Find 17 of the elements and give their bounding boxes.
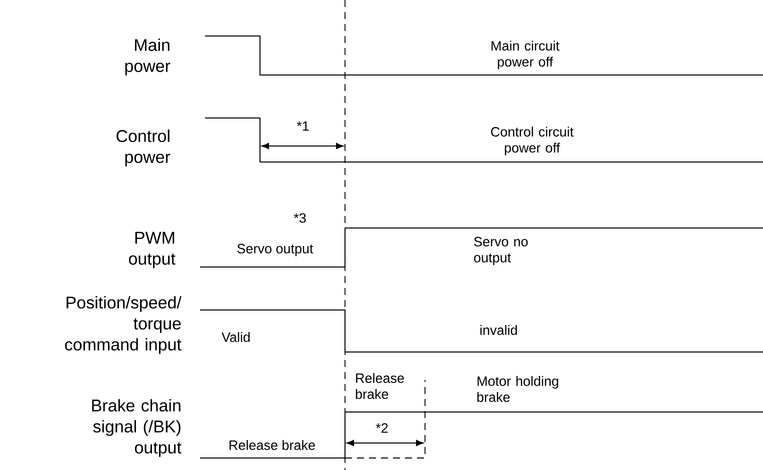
state-label: Release brake [230, 440, 315, 450]
note-mark: *3 [294, 213, 306, 223]
signal-name: PWM output [128, 232, 176, 268]
state-label: Motor holding brake [477, 376, 558, 402]
state-label: Servo no output [474, 236, 528, 266]
note-mark: *1 [296, 121, 309, 131]
state-label: Control circuit power off [491, 126, 574, 156]
signal-name: Main power [125, 38, 170, 76]
state-label: Main circuit power off [492, 40, 560, 70]
state-label: Release brake [356, 373, 404, 399]
note-mark: *2 [376, 423, 388, 433]
signal-name: Control power [116, 130, 170, 166]
signal-name: Position/speed/ torque command input [65, 296, 182, 354]
state-label: invalid [480, 325, 517, 335]
state-label: Valid [222, 332, 250, 342]
signal-name: Brake chain signal (/BK) output [92, 399, 182, 457]
state-label: Servo output [237, 244, 314, 256]
